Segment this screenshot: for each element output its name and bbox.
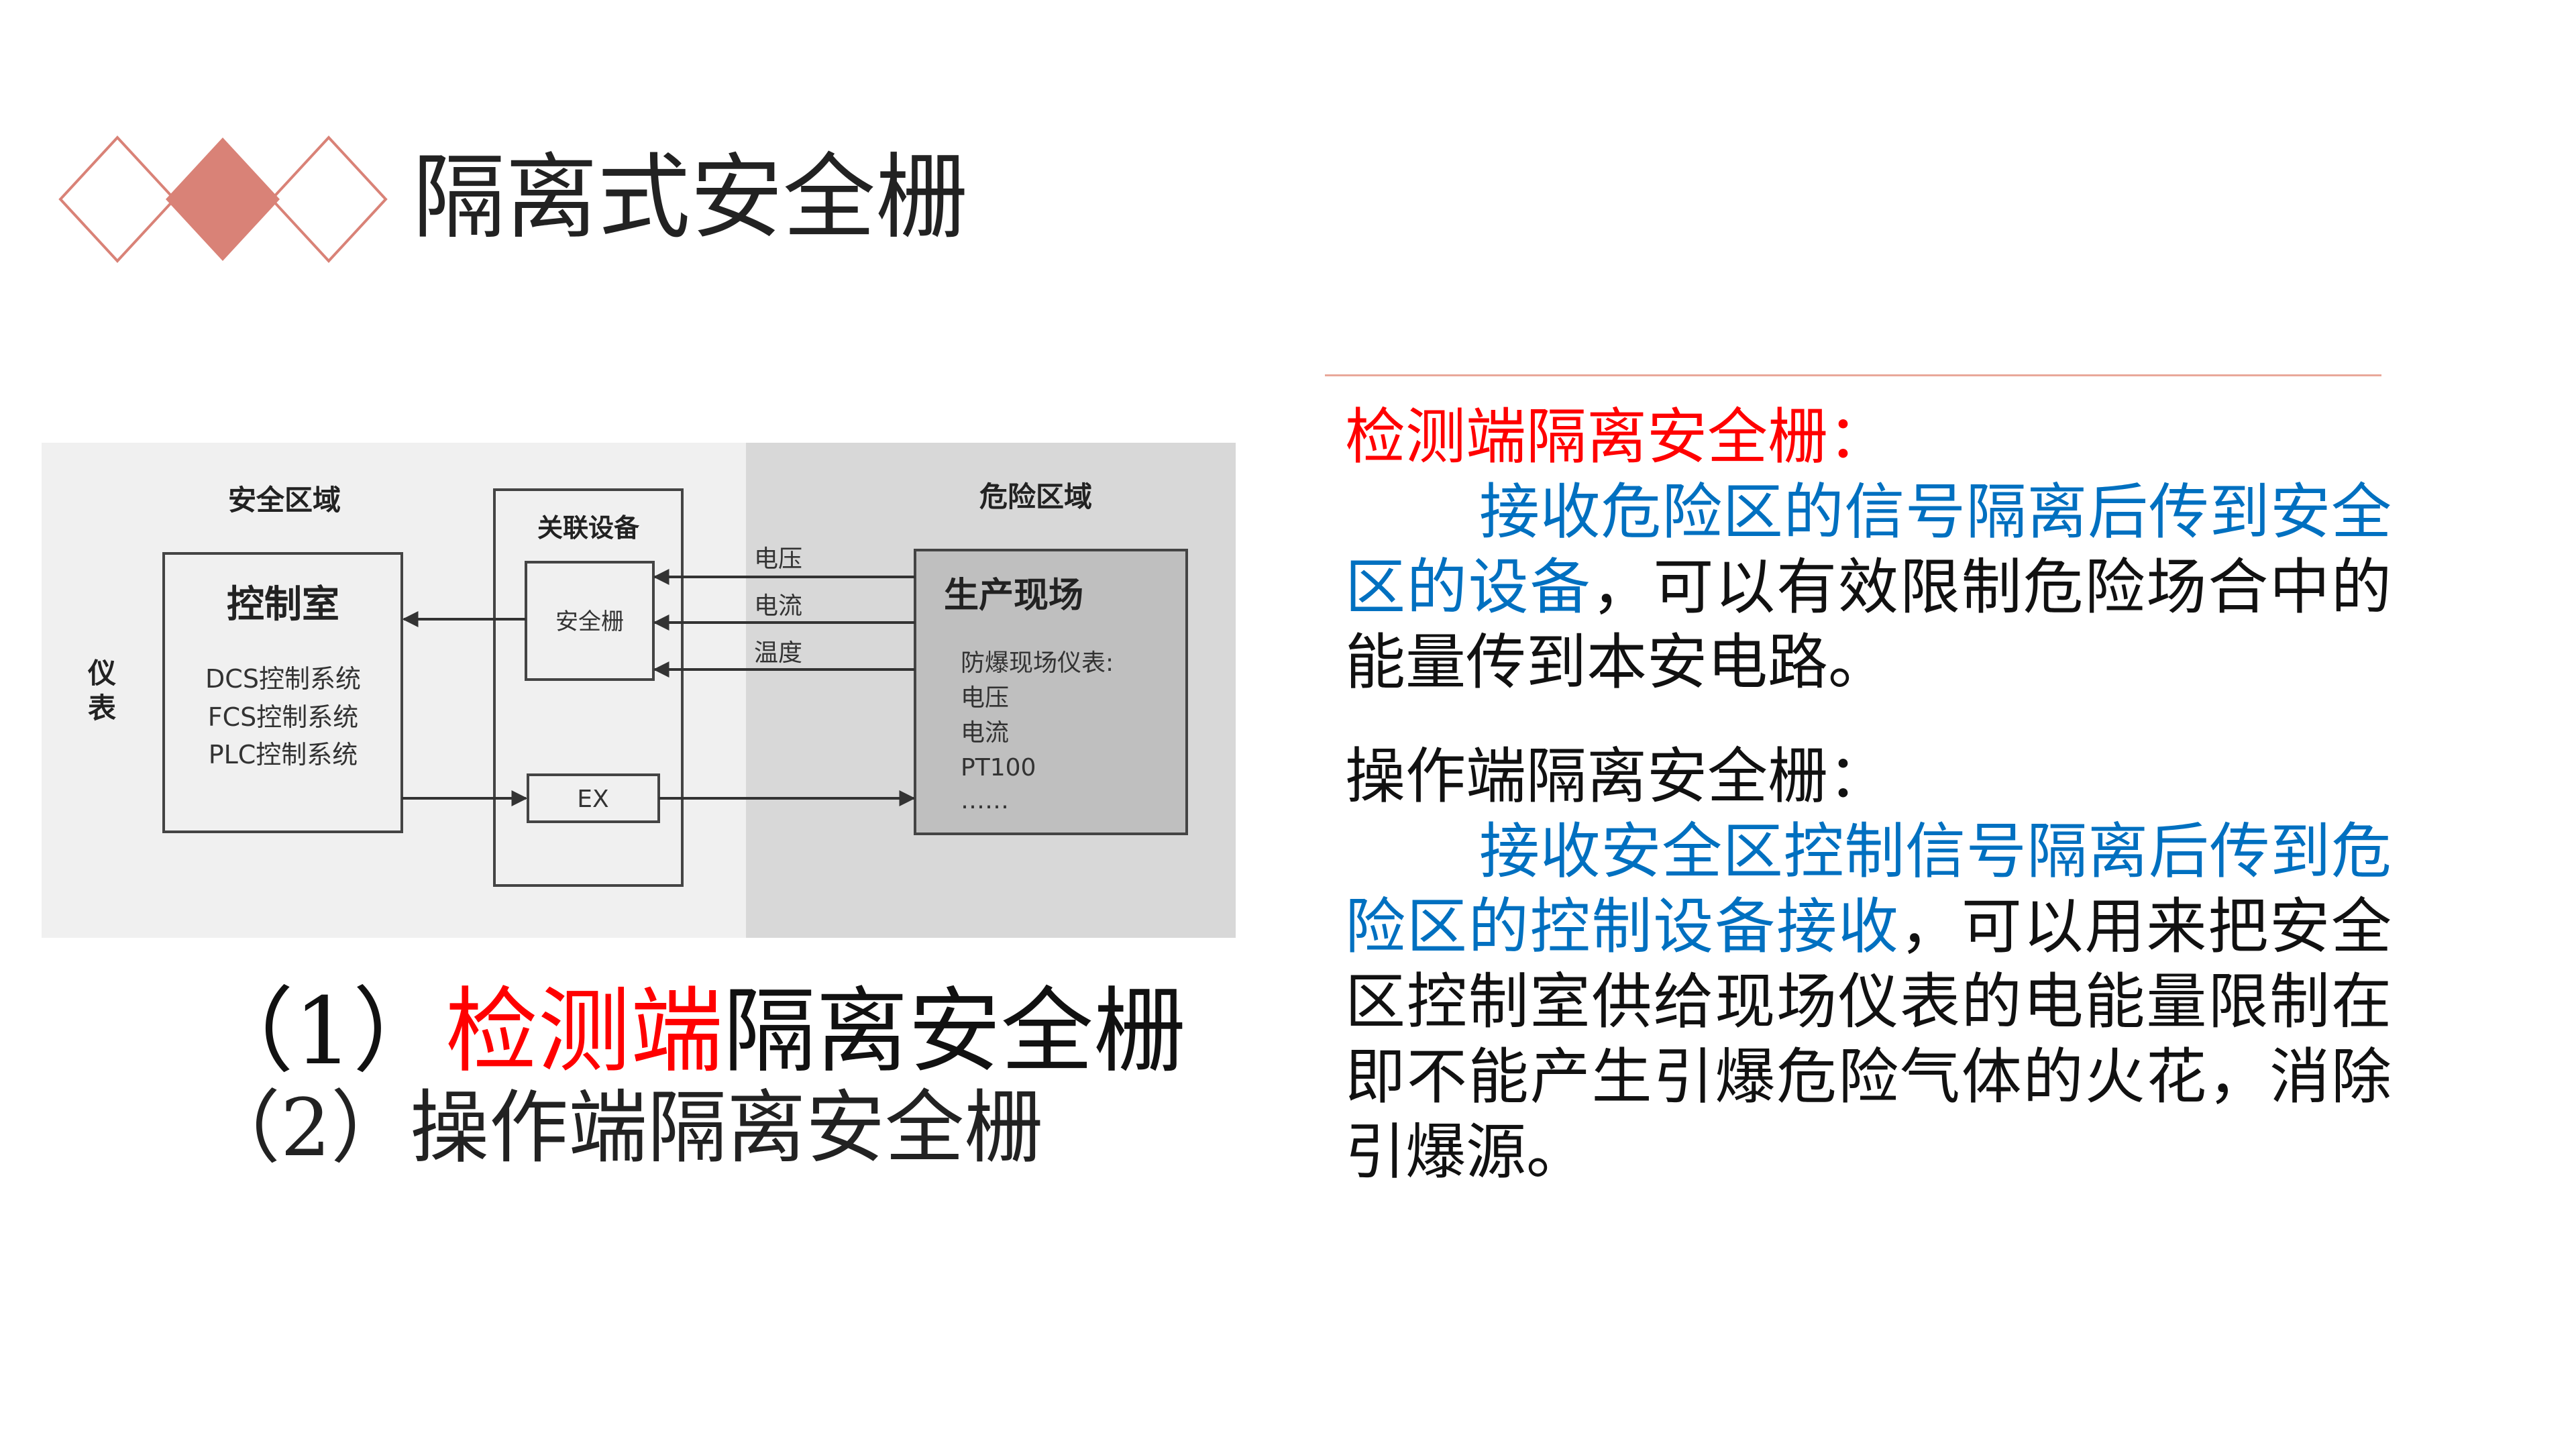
- section-2-body: 接收安全区控制信号隔离后传到危险区的控制设备接收，可以用来把安全区控制室供给现场…: [1345, 814, 2392, 1190]
- control-room-title: 控制室: [227, 583, 339, 627]
- divider-line: [1325, 374, 2381, 376]
- site-item-4: PT100: [961, 754, 1036, 782]
- caption-1-rest: 隔离安全栅: [722, 977, 1186, 1085]
- safe-zone-label: 安全区域: [228, 484, 341, 517]
- instrument-label-2: 表: [88, 692, 116, 724]
- control-system-2: FCS控制系统: [208, 702, 359, 732]
- title-decoration: [58, 136, 388, 263]
- danger-zone-label: 危险区域: [979, 480, 1092, 513]
- signal-label-3: 温度: [754, 639, 802, 667]
- production-site-box: [914, 549, 1188, 835]
- page-title: 隔离式安全栅: [413, 144, 969, 252]
- section-1-highlight: 接收危险区的信号隔离后传到安全区的设备: [1345, 477, 2392, 623]
- description-text: 检测端隔离安全栅： 接收危险区的信号隔离后传到安全区的设备，可以有效限制危险场合…: [1345, 400, 2392, 1190]
- barrier-diagram: 安全区域 危险区域 仪 表 控制室 DCS控制系统 FCS控制系统 PLC控制系…: [42, 443, 1236, 938]
- signal-label-1: 电压: [754, 545, 802, 573]
- site-item-2: 电压: [961, 684, 1009, 712]
- barrier-label: 安全栅: [555, 608, 624, 635]
- section-1-rest: ，可以有效限制危险场合中的能量传到本安电路。: [1345, 552, 2392, 698]
- site-item-3: 电流: [961, 719, 1009, 747]
- control-system-1: DCS控制系统: [205, 664, 361, 694]
- caption-1: （1）检测端隔离安全栅: [201, 974, 1186, 1090]
- caption-1-highlight: 检测端: [445, 977, 723, 1085]
- associated-device-box: [493, 488, 684, 887]
- production-site-title: 生产现场: [944, 576, 1083, 616]
- section-2-rest: ，可以用来把安全区控制室供给现场仪表的电能量限制在即不能产生引爆危险气体的火花，…: [1345, 892, 2392, 1187]
- section-2-heading: 操作端隔离安全栅：: [1345, 741, 1888, 812]
- diamond-filled-icon: [166, 138, 280, 261]
- diamond-outline-right-icon: [270, 136, 388, 263]
- associated-device-label: 关联设备: [537, 513, 640, 543]
- instrument-label-1: 仪: [87, 657, 116, 690]
- section-2-highlight: 接收安全区控制信号隔离后传到危险区的控制设备接收: [1345, 816, 2392, 962]
- caption-1-prefix: （1）: [201, 977, 445, 1085]
- site-item-1: 防爆现场仪表:: [961, 649, 1114, 677]
- section-1-heading: 检测端隔离安全栅：: [1345, 402, 1888, 472]
- caption-2: （2）操作端隔离安全栅: [201, 1081, 1044, 1174]
- control-system-3: PLC控制系统: [209, 740, 358, 769]
- site-item-5: ……: [961, 787, 1009, 814]
- section-1-body: 接收危险区的信号隔离后传到安全区的设备，可以有效限制危险场合中的能量传到本安电路…: [1345, 475, 2392, 700]
- diamond-outline-left-icon: [58, 136, 176, 263]
- signal-label-2: 电流: [754, 592, 802, 620]
- ex-label: EX: [577, 786, 608, 813]
- control-room-box: [162, 552, 403, 833]
